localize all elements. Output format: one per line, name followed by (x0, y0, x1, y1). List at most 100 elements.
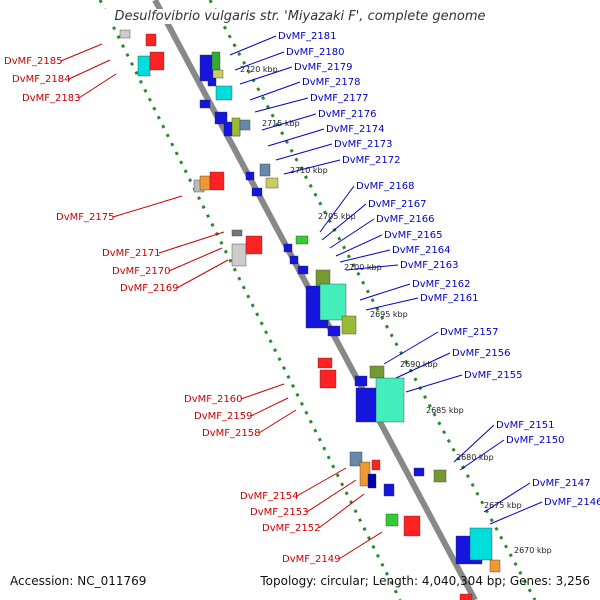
gene-labels: DvMF_2181DvMF_2180DvMF_2179DvMF_2178DvMF… (4, 31, 600, 565)
gene-block (459, 593, 473, 600)
gene-block (433, 469, 447, 483)
forward-gene-label: DvMF_2178 (302, 77, 360, 88)
gene-leader-line (296, 467, 347, 497)
gene-block (341, 315, 357, 335)
reverse-gene-label: DvMF_2153 (250, 507, 308, 518)
gene-block (385, 513, 399, 527)
gene-block (231, 243, 247, 267)
gene-block (367, 473, 377, 489)
gene-block (245, 171, 255, 181)
gene-block (231, 229, 243, 237)
gene-leader-line (254, 97, 309, 113)
gene-block (297, 265, 309, 275)
gene-leader-line (335, 234, 383, 257)
forward-gene-label: DvMF_2172 (342, 155, 400, 166)
gene-block (469, 527, 493, 561)
gene-leader-line (60, 43, 103, 62)
gene-block (211, 51, 221, 71)
forward-gene-label: DvMF_2166 (376, 214, 434, 225)
forward-strand-track (208, 0, 537, 600)
gene-block (319, 283, 347, 321)
gene-block (119, 29, 131, 39)
gene-block (231, 117, 241, 137)
forward-gene-label: DvMF_2163 (400, 260, 458, 271)
gene-block (215, 85, 233, 101)
gene-leader-line (395, 352, 451, 379)
tick-label: 2710 kbp (290, 166, 328, 175)
gene-leader-line (275, 143, 333, 161)
reverse-gene-label: DvMF_2183 (22, 93, 80, 104)
forward-gene-label: DvMF_2167 (368, 199, 426, 210)
reverse-gene-label: DvMF_2169 (120, 283, 178, 294)
gene-leader-line (239, 66, 293, 85)
gene-block (355, 387, 379, 423)
gene-leader-line (267, 128, 325, 147)
gene-block (207, 77, 217, 87)
gene-leader-line (78, 73, 117, 99)
gene-leader-line (453, 424, 495, 463)
gene-leader-line (321, 203, 367, 241)
gene-leader-line (338, 531, 383, 560)
gene-block (245, 235, 263, 255)
forward-gene-label: DvMF_2176 (318, 109, 376, 120)
tick-label: 2705 kbp (318, 212, 356, 221)
tick-label: 2700 kbp (344, 263, 382, 272)
gene-block (259, 163, 271, 177)
reverse-gene-label: DvMF_2171 (102, 248, 160, 259)
gene-block (265, 177, 279, 189)
gene-leader-line (240, 383, 285, 400)
forward-gene-label: DvMF_2162 (412, 279, 470, 290)
gene-block (369, 365, 385, 379)
gene-block (137, 55, 151, 77)
gene-leader-line (158, 231, 225, 254)
gene-leader-line (112, 195, 183, 218)
gene-block (212, 69, 224, 79)
gene-leader-line (68, 59, 111, 80)
forward-gene-label: DvMF_2156 (452, 348, 510, 359)
reverse-gene-label: DvMF_2149 (282, 554, 340, 565)
gene-leader-line (229, 35, 277, 56)
forward-gene-label: DvMF_2146 (544, 497, 600, 508)
gene-leader-line (318, 493, 365, 529)
tick-label: 2670 kbp (514, 546, 552, 555)
forward-gene-label: DvMF_2155 (464, 370, 522, 381)
forward-gene-label: DvMF_2179 (294, 62, 352, 73)
gene-block (319, 369, 337, 389)
accession-text: Accession: NC_011769 (10, 574, 147, 588)
topology-text: Topology: circular; Length: 4,040,304 bp… (260, 574, 590, 588)
tick-label: 2680 kbp (456, 453, 494, 462)
gene-leader-line (258, 409, 297, 434)
reverse-strand-track (98, 0, 402, 600)
gene-block (209, 171, 225, 191)
reverse-gene-label: DvMF_2185 (4, 56, 62, 67)
gene-block (199, 99, 211, 109)
gene-block (251, 187, 263, 197)
reverse-gene-label: DvMF_2152 (262, 523, 320, 534)
reverse-gene-label: DvMF_2159 (194, 411, 252, 422)
gene-leader-line (168, 247, 223, 272)
reverse-gene-label: DvMF_2160 (184, 394, 242, 405)
gene-block (403, 515, 421, 537)
gene-leader-line (483, 482, 531, 513)
gene-block (354, 375, 368, 387)
gene-block (239, 119, 251, 131)
reverse-gene-label: DvMF_2158 (202, 428, 260, 439)
forward-gene-label: DvMF_2168 (356, 181, 414, 192)
diagram-title: Desulfovibrio vulgaris str. 'Miyazaki F'… (0, 9, 600, 24)
gene-leader-line (250, 397, 289, 417)
gene-leader-line (249, 81, 301, 101)
reverse-gene-label: DvMF_2154 (240, 491, 298, 502)
forward-gene-label: DvMF_2180 (286, 47, 344, 58)
forward-gene-label: DvMF_2164 (392, 245, 450, 256)
gene-features (119, 29, 501, 600)
forward-gene-label: DvMF_2161 (420, 293, 478, 304)
gene-block (149, 51, 165, 71)
gene-block (145, 33, 157, 47)
tick-label: 2675 kbp (484, 501, 522, 510)
gene-leader-line (359, 283, 411, 301)
forward-gene-label: DvMF_2181 (278, 31, 336, 42)
gene-leader-line (405, 374, 463, 393)
